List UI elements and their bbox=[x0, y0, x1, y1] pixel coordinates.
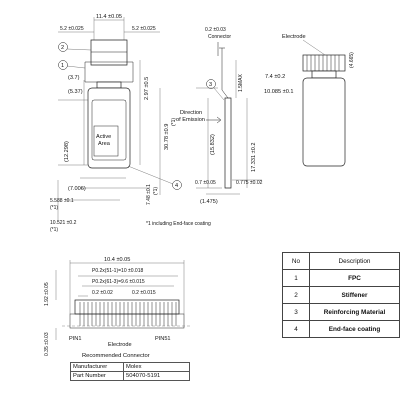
dim-7-006: (7.006) bbox=[68, 186, 86, 192]
dim-3-7: (3.7) bbox=[68, 75, 80, 81]
dim-right-offset: 5.2 ±0.025 bbox=[132, 26, 156, 32]
dim-30-78-note: (*1) bbox=[171, 118, 177, 126]
dim-pitch-61: P0.2x(61-3)=9.6 ±0.015 bbox=[92, 279, 145, 285]
direction-line2: of Emission bbox=[176, 117, 205, 123]
row-value: 504070-5191 bbox=[123, 371, 190, 381]
dim-10-085: 10.085 ±0.1 bbox=[264, 89, 294, 95]
connector-label: Connector bbox=[208, 34, 231, 40]
dim-12-298: (12.298) bbox=[64, 141, 70, 162]
back-body bbox=[302, 77, 346, 167]
connector-housing bbox=[74, 299, 180, 315]
connector-detail: 10.4 ±0.05 P0.2x(51-1)=10 ±0.018 P0.2x(6… bbox=[44, 257, 192, 356]
dim-connector-thickness: 0.2 ±0.03 bbox=[205, 27, 226, 33]
direction-line1: Direction bbox=[180, 110, 202, 116]
svg-text:2: 2 bbox=[61, 45, 64, 51]
back-electrode-label: Electrode bbox=[282, 34, 306, 40]
fpc-narrow bbox=[96, 81, 122, 89]
pin51-label: PIN51 bbox=[155, 336, 171, 342]
dim-0-775: 0.775 ±0.02 bbox=[236, 180, 263, 186]
display-body bbox=[87, 87, 131, 169]
row-desc: End-face coating bbox=[309, 320, 400, 338]
stiffener-tab bbox=[90, 39, 128, 66]
row-label: Part Number bbox=[70, 371, 124, 381]
dim-5-588-note: (*1) bbox=[50, 205, 58, 211]
front-view: Active Area 11.4 ±0.05 5.2 ±0.025 5.2 ±0… bbox=[50, 14, 211, 233]
electrode-pins bbox=[306, 55, 340, 71]
footnote-end-face: *1 including End-face coating bbox=[146, 221, 211, 227]
dim-7-48-note: (*1) bbox=[153, 187, 159, 195]
dim-connector-width: 10.4 ±0.05 bbox=[104, 257, 130, 263]
dim-0-2-b: 0.2 ±0.015 bbox=[132, 290, 156, 296]
electrode-tab bbox=[302, 54, 346, 72]
row-desc: FPC bbox=[309, 269, 400, 287]
connector-electrode-label: Electrode bbox=[108, 342, 132, 348]
back-view: Electrode (4.665) 7.4 ±0.2 10.085 ±0.1 bbox=[264, 34, 355, 167]
callout-4 bbox=[172, 180, 182, 190]
table-row: 2 Stiffener bbox=[282, 286, 400, 304]
callout-1 bbox=[58, 60, 68, 70]
dim-1-92: 1.92 ±0.05 bbox=[44, 282, 50, 306]
callout-2 bbox=[58, 42, 68, 52]
table-row: 3 Reinforcing Material bbox=[282, 303, 400, 321]
row-value: Molex bbox=[123, 362, 190, 372]
svg-text:1: 1 bbox=[61, 63, 64, 69]
table-row: Manufacturer Molex bbox=[70, 362, 190, 372]
svg-text:3: 3 bbox=[209, 82, 212, 88]
dim-15-832: (15.832) bbox=[210, 134, 216, 155]
dim-2-97: 2.97 ±0.5 bbox=[144, 77, 150, 100]
table-row: 4 End-face coating bbox=[282, 320, 400, 338]
recommended-connector-caption: Recommended Connector bbox=[82, 353, 150, 359]
dim-30-78: 30.78 ±0.9 bbox=[164, 124, 170, 150]
dim-0-7: 0.7 ±0.05 bbox=[195, 180, 216, 186]
active-area-line1: Active bbox=[96, 134, 111, 140]
dim-pitch-51: P0.2x(51-1)=10 ±0.018 bbox=[92, 268, 143, 274]
callout-3 bbox=[206, 79, 216, 89]
header-description: Description bbox=[309, 252, 400, 270]
dim-7-4: 7.4 ±0.2 bbox=[265, 74, 285, 80]
dim-10-521-note: (*1) bbox=[50, 227, 58, 233]
row-label: Manufacturer bbox=[70, 362, 124, 372]
recommended-connector-table: Manufacturer Molex Part Number 504070-51… bbox=[70, 362, 190, 381]
dim-1-475: (1.475) bbox=[200, 199, 218, 205]
row-desc: Reinforcing Material bbox=[309, 303, 400, 321]
description-table: No Description 1 FPC 2 Stiffener 3 Reinf… bbox=[282, 252, 400, 338]
active-area bbox=[93, 125, 119, 157]
row-no: 2 bbox=[282, 286, 310, 304]
fpc-neck bbox=[84, 61, 134, 83]
dim-5-37: (5.37) bbox=[68, 89, 83, 95]
side-view: 0.2 ±0.03 Connector Direction of Emissio… bbox=[176, 27, 263, 205]
table-row: 1 FPC bbox=[282, 269, 400, 287]
row-no: 1 bbox=[282, 269, 310, 287]
dim-1-5max: 1.5MAX bbox=[238, 74, 244, 92]
table-header-row: No Description bbox=[282, 252, 400, 270]
active-area-line2: Area bbox=[98, 141, 111, 147]
table-row: Part Number 504070-5191 bbox=[70, 371, 190, 381]
dim-width-total: 11.4 ±0.05 bbox=[96, 14, 122, 20]
dim-0-2-a: 0.2 ±0.02 bbox=[92, 290, 113, 296]
dim-0-35: 0.35 ±0.03 bbox=[44, 332, 50, 356]
svg-text:4: 4 bbox=[175, 183, 178, 189]
dim-10-521: 10.521 ±0.2 bbox=[50, 220, 77, 226]
dim-7-48: 7.48 ±0.1 bbox=[146, 184, 152, 205]
dim-left-offset: 5.2 ±0.025 bbox=[60, 26, 84, 32]
pin1-label: PIN1 bbox=[69, 336, 81, 342]
row-no: 3 bbox=[282, 303, 310, 321]
dim-5-588: 5.588 ±0.1 bbox=[50, 198, 74, 204]
connector-fpc bbox=[69, 313, 185, 329]
side-body bbox=[224, 97, 232, 189]
header-no: No bbox=[282, 252, 310, 270]
dim-17-331: 17.331 ±0.2 bbox=[251, 142, 257, 172]
dim-4-665: (4.665) bbox=[349, 52, 355, 68]
row-no: 4 bbox=[282, 320, 310, 338]
row-desc: Stiffener bbox=[309, 286, 400, 304]
callouts: 2 1 3 4 bbox=[58, 42, 225, 190]
